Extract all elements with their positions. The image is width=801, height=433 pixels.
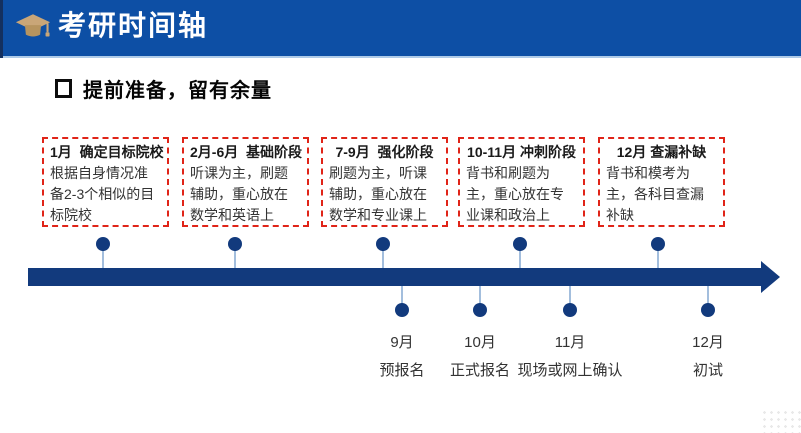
- stage-body: 背书和模考为主，各科目查漏补缺: [606, 165, 704, 223]
- milestone-dot: [701, 303, 715, 317]
- milestone-connector: [707, 286, 709, 304]
- stage-connector: [519, 250, 521, 268]
- stage-dot: [513, 237, 527, 251]
- page-title: 考研时间轴: [58, 10, 209, 41]
- stage-title: 1月 确定目标院校: [50, 144, 164, 160]
- milestone-month: 9月: [390, 334, 414, 351]
- milestone-dot: [563, 303, 577, 317]
- header-bar: 考研时间轴: [0, 0, 801, 58]
- stage-title: 12月 查漏补缺: [616, 144, 707, 160]
- milestone-connector: [401, 286, 403, 304]
- stage-box-january: 1月 确定目标院校 根据自身情况准备2-3个相似的目标院校: [42, 137, 169, 227]
- stage-title: 10-11月 冲刺阶段: [467, 144, 576, 160]
- section-heading-row: 提前准备，留有余量: [55, 74, 272, 103]
- milestone-dot: [473, 303, 487, 317]
- stage-dot: [651, 237, 665, 251]
- header-left-stripe: [0, 0, 3, 58]
- stage-connector: [234, 250, 236, 268]
- stage-connector: [657, 250, 659, 268]
- milestone-month: 12月: [692, 334, 724, 351]
- milestone-label: 正式报名: [449, 362, 511, 379]
- stage-box-july-sept: 7-9月 强化阶段 刷题为主，听课辅助，重心放在数学和专业课上: [321, 137, 448, 227]
- milestone-december: 12月 初试: [692, 333, 724, 381]
- milestone-label: 初试: [692, 362, 723, 379]
- stage-body: 根据自身情况准备2-3个相似的目标院校: [50, 165, 155, 223]
- stage-box-oct-nov: 10-11月 冲刺阶段 背书和刷题为主，重心放在专业课和政治上: [458, 137, 585, 227]
- milestone-september: 9月 预报名: [379, 333, 424, 381]
- milestone-november: 11月 现场或网上确认: [517, 333, 622, 381]
- timeline-arrowhead-icon: [761, 261, 780, 293]
- milestone-dot: [395, 303, 409, 317]
- milestone-label: 现场或网上确认: [517, 362, 623, 379]
- milestone-label: 预报名: [379, 362, 425, 379]
- timeline-bar: [28, 268, 761, 286]
- stage-dot: [228, 237, 242, 251]
- stage-body: 听课为主，刷题辅助，重心放在数学和英语上: [190, 165, 288, 223]
- milestone-month: 11月: [554, 334, 586, 351]
- stage-connector: [102, 250, 104, 268]
- stage-connector: [382, 250, 384, 268]
- section-heading: 提前准备，留有余量: [83, 80, 272, 102]
- milestone-connector: [569, 286, 571, 304]
- stage-box-december: 12月 查漏补缺 背书和模考为主，各科目查漏补缺: [598, 137, 725, 227]
- stage-dot: [96, 237, 110, 251]
- milestone-month: 10月: [464, 334, 496, 351]
- dot-grid-decoration: [759, 407, 801, 433]
- square-bullet-icon: [55, 79, 72, 98]
- graduation-cap-icon: [15, 14, 51, 37]
- stage-dot: [376, 237, 390, 251]
- stage-body: 刷题为主，听课辅助，重心放在数学和专业课上: [329, 165, 427, 223]
- milestone-october: 10月 正式报名: [450, 333, 510, 381]
- stage-title: 2月-6月 基础阶段: [190, 144, 303, 160]
- stage-body: 背书和刷题为主，重心放在专业课和政治上: [466, 165, 564, 223]
- stage-box-feb-june: 2月-6月 基础阶段 听课为主，刷题辅助，重心放在数学和英语上: [182, 137, 309, 227]
- milestone-connector: [479, 286, 481, 304]
- stage-title: 7-9月 强化阶段: [335, 144, 434, 160]
